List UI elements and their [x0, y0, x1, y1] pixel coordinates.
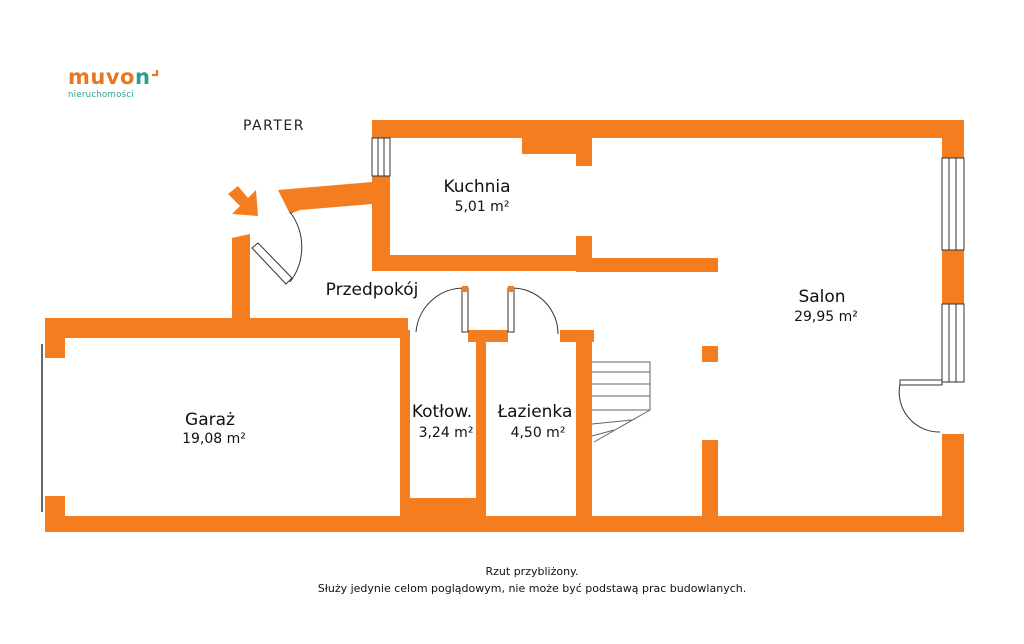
- logo-subtitle: nieruchomości: [68, 90, 134, 100]
- wall-hall-bottom-left: [232, 318, 408, 338]
- column: [702, 346, 718, 362]
- wall-kitchen-bottom: [372, 255, 582, 271]
- room-area-kotlownia: 3,24 m²: [419, 425, 474, 441]
- room-area-kuchnia: 5,01 m²: [455, 199, 510, 215]
- lazienka-door: [507, 287, 559, 335]
- terrace-door: [898, 379, 943, 433]
- door-jambs: [462, 286, 514, 292]
- room-name-salon: Salon: [798, 287, 845, 307]
- disclaimer-note: Rzut przybliżony. Służy jedynie celom po…: [0, 563, 1024, 597]
- window-kitchen: [371, 137, 391, 177]
- logo-corner-icon: [152, 70, 159, 77]
- logo-main-text: muvo: [68, 65, 135, 89]
- room-name-kuchnia: Kuchnia: [443, 177, 510, 197]
- entrance-arrow-icon: [228, 186, 258, 216]
- door-opening-right: [940, 382, 964, 434]
- room-name-przedpokoj: Przedpokój: [326, 280, 419, 300]
- wall-lazienka-right: [576, 330, 592, 532]
- disclaimer-line-1: Rzut przybliżony.: [485, 565, 579, 578]
- wall-garage-left-bottom: [45, 496, 65, 532]
- wall-salon-partition: [702, 440, 718, 532]
- room-area-garaz: 19,08 m²: [182, 431, 246, 447]
- logo-accent-text: n: [134, 65, 151, 89]
- wall-entrance-left: [232, 234, 250, 324]
- disclaimer-line-2: Służy jedynie celom poglądowym, nie może…: [317, 582, 747, 595]
- room-name-kotlownia: Kotłow.: [412, 402, 472, 422]
- logo-wordmark: muvon: [68, 66, 161, 88]
- wall-kitchen-right-lower: [576, 236, 592, 272]
- room-labels: Kuchnia 5,01 m² Salon 29,95 m² Przedpokó…: [182, 177, 858, 447]
- wall-kitchen-bottom-right: [576, 258, 718, 272]
- room-name-garaz: Garaż: [185, 410, 235, 430]
- wall-top: [372, 120, 964, 138]
- room-area-salon: 29,95 m²: [794, 309, 858, 325]
- window-salon-lower: [941, 303, 965, 383]
- floor-label: PARTER: [243, 118, 305, 134]
- kotlownia-door: [415, 287, 469, 333]
- wall-entrance-top: [278, 182, 372, 214]
- walls: [45, 120, 964, 532]
- window-salon-upper: [941, 157, 965, 251]
- entrance-door: [251, 211, 303, 285]
- room-name-lazienka: Łazienka: [497, 402, 573, 422]
- windows: [371, 137, 965, 383]
- wall-kotlownia-bottom: [400, 498, 486, 532]
- brand-logo: muvon nieruchomości: [68, 66, 161, 100]
- wall-kitchen-ledge: [522, 120, 592, 154]
- wall-garage-left-top: [45, 318, 65, 358]
- room-area-lazienka: 4,50 m²: [511, 425, 566, 441]
- wall-kotlownia-right: [476, 330, 486, 532]
- stairs: [591, 361, 651, 443]
- wall-hall-bottom-mid: [468, 330, 508, 342]
- wall-bottom: [45, 516, 964, 532]
- wall-kotlownia-left: [400, 330, 410, 532]
